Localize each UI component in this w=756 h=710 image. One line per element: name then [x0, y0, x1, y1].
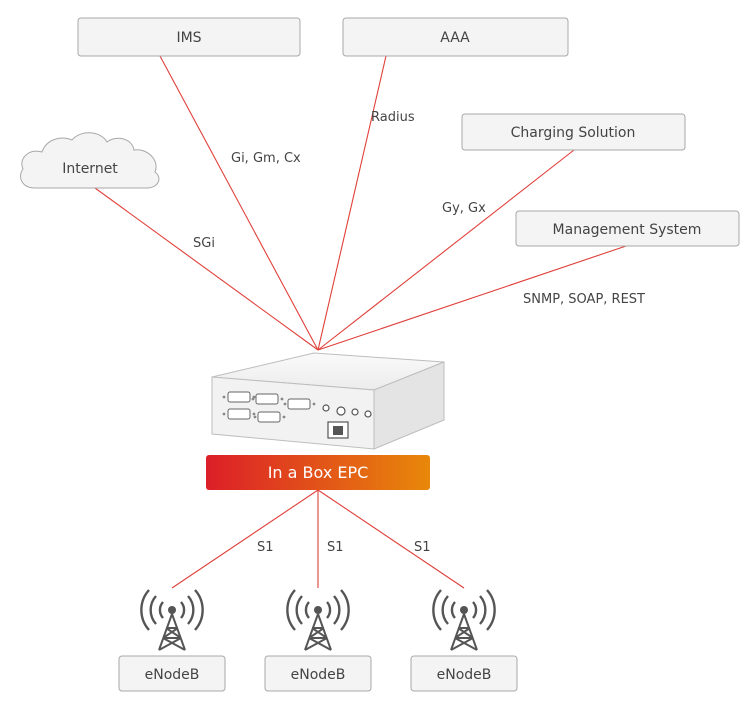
link-label-s1-mid: S1 — [327, 540, 344, 555]
charging-node: Charging Solution — [461, 113, 686, 151]
management-label: Management System — [553, 222, 702, 238]
ims-label: IMS — [176, 30, 201, 46]
enodeb-node-3: eNodeB — [410, 655, 518, 692]
antenna-tower-icon — [140, 588, 204, 652]
aaa-label: AAA — [440, 30, 470, 46]
link-line-s1-left — [171, 489, 319, 589]
antenna-tower-icon — [286, 588, 350, 652]
link-label-ims: Gi, Gm, Cx — [231, 151, 301, 166]
antenna-tower-icon — [432, 588, 496, 652]
link-label-charging: Gy, Gx — [442, 201, 486, 216]
aaa-node: AAA — [342, 17, 569, 57]
link-line-aaa — [317, 55, 387, 351]
link-line-internet — [94, 187, 319, 351]
cloud-icon — [20, 132, 160, 189]
epc-appliance-icon — [211, 352, 445, 450]
link-line-charging — [317, 149, 575, 351]
link-label-aaa: Radius — [371, 110, 415, 125]
ims-node: IMS — [77, 17, 301, 57]
enodeb-label: eNodeB — [145, 667, 200, 683]
link-label-management: SNMP, SOAP, REST — [523, 292, 645, 307]
enodeb-node-2: eNodeB — [264, 655, 372, 692]
management-node: Management System — [515, 210, 740, 247]
enodeb-node-1: eNodeB — [118, 655, 226, 692]
link-line-management — [317, 243, 633, 351]
link-label-s1-right: S1 — [414, 540, 431, 555]
epc-node: In a Box EPC — [206, 455, 430, 490]
charging-label: Charging Solution — [511, 125, 636, 141]
link-line-ims — [159, 55, 319, 351]
internet-label: Internet — [62, 161, 118, 177]
epc-label: In a Box EPC — [268, 463, 369, 482]
enodeb-label: eNodeB — [437, 667, 492, 683]
link-label-internet: SGi — [193, 236, 215, 251]
link-label-s1-left: S1 — [257, 540, 274, 555]
link-line-s1-right — [317, 489, 465, 589]
internet-node: Internet — [20, 132, 160, 189]
enodeb-label: eNodeB — [291, 667, 346, 683]
connection-lines — [94, 55, 633, 589]
